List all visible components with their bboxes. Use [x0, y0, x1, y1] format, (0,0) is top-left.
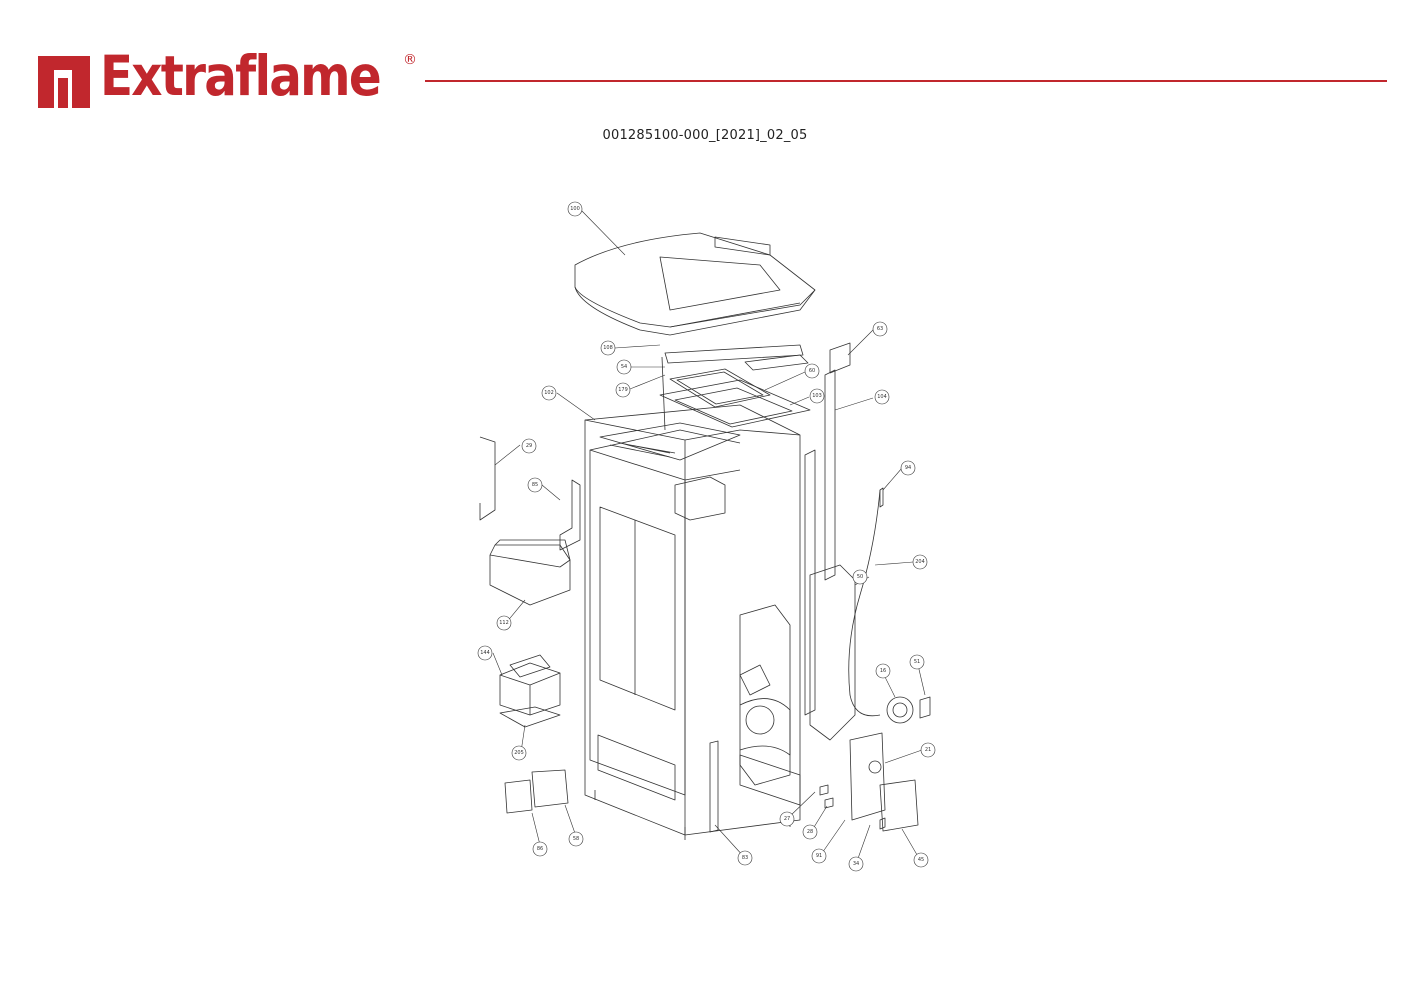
rod-part	[661, 356, 666, 431]
callout-label: 94	[905, 465, 911, 471]
callout-bubble	[852, 569, 868, 585]
callout-bubble	[875, 663, 891, 679]
callout-bubble	[809, 388, 825, 404]
callout-bubble	[568, 831, 584, 847]
callout-bubble	[804, 363, 820, 379]
callout-label: 60	[809, 368, 815, 374]
callout-bubble	[779, 811, 795, 827]
callout-bubble	[900, 460, 916, 476]
callout-label: 108	[603, 345, 613, 351]
cable-part	[848, 489, 881, 717]
callout-label: 144	[480, 650, 490, 656]
left-bracket-part	[479, 436, 581, 551]
callout-leader-lines	[492, 209, 926, 865]
side-rail-part	[804, 369, 856, 741]
callout-label: 83	[742, 855, 748, 861]
callout-labels: 100 108 54 179 102 29 85 112 144 205 86 …	[480, 206, 931, 867]
callout-bubble	[912, 554, 928, 570]
access-panel-part	[504, 769, 569, 814]
top-lid-part	[574, 232, 816, 336]
stove-body-part	[584, 404, 801, 840]
callout-bubble	[477, 645, 493, 661]
callout-bubble	[913, 852, 929, 868]
callout-label: 54	[621, 364, 627, 370]
electronics-panel-part	[849, 732, 919, 832]
callout-label: 51	[914, 659, 920, 665]
callout-label: 27	[784, 816, 790, 822]
callout-bubble	[600, 340, 616, 356]
callout-bubble	[521, 438, 537, 454]
callout-label: 102	[544, 390, 554, 396]
callout-label: 50	[857, 574, 863, 580]
callout-label: 29	[526, 443, 532, 449]
callout-label: 85	[532, 482, 538, 488]
callout-bubble	[872, 321, 888, 337]
callout-label: 45	[918, 857, 924, 863]
callout-label: 34	[853, 861, 859, 867]
callout-bubble	[909, 654, 925, 670]
callout-label: 86	[537, 846, 543, 852]
callout-label: 103	[812, 393, 822, 399]
callout-label: 21	[925, 747, 931, 753]
callout-label: 204	[915, 559, 925, 565]
front-cover-part	[489, 539, 571, 606]
bar-part	[709, 740, 719, 833]
callout-bubble	[802, 824, 818, 840]
base-plate-part	[499, 706, 561, 728]
callout-label: 91	[816, 853, 822, 859]
document-code: 001285100-000_[2021]_02_05	[602, 128, 808, 143]
pressure-switch-part	[886, 696, 931, 724]
ash-drawer-part	[499, 654, 561, 716]
callout-bubble	[848, 856, 864, 872]
callout-bubble	[527, 477, 543, 493]
callout-label: 179	[618, 387, 628, 393]
bracket-part	[829, 342, 851, 374]
top-frame-part	[659, 344, 811, 428]
callout-label: 63	[877, 326, 883, 332]
callout-bubble	[511, 745, 527, 761]
exploded-parts-diagram: 100 108 54 179 102 29 85 112 144 205 86 …	[477, 201, 936, 872]
door-gasket-part	[669, 368, 771, 408]
callout-label: 104	[877, 394, 887, 400]
registered-mark: ®	[403, 52, 417, 68]
brand-logo: Extraflame ®	[34, 46, 424, 108]
callout-bubble	[920, 742, 936, 758]
callout-label: 100	[570, 206, 580, 212]
callout-bubble	[567, 201, 583, 217]
callout-bubble	[496, 615, 512, 631]
brand-name: Extraflame	[100, 44, 382, 108]
callout-bubble	[737, 850, 753, 866]
callout-bubble	[874, 389, 890, 405]
brand-flame-icon	[38, 56, 90, 108]
callout-label: 112	[499, 620, 509, 626]
callout-bubble	[615, 382, 631, 398]
clip-part	[819, 487, 886, 830]
callout-label: 16	[880, 668, 886, 674]
callout-bubbles	[477, 201, 936, 872]
callout-bubble	[616, 359, 632, 375]
callout-bubble	[532, 841, 548, 857]
callout-label: 58	[573, 836, 579, 842]
callout-bubble	[811, 848, 827, 864]
header-rule	[425, 80, 1387, 82]
callout-bubble	[541, 385, 557, 401]
callout-label: 28	[807, 829, 813, 835]
callout-label: 205	[514, 750, 524, 756]
